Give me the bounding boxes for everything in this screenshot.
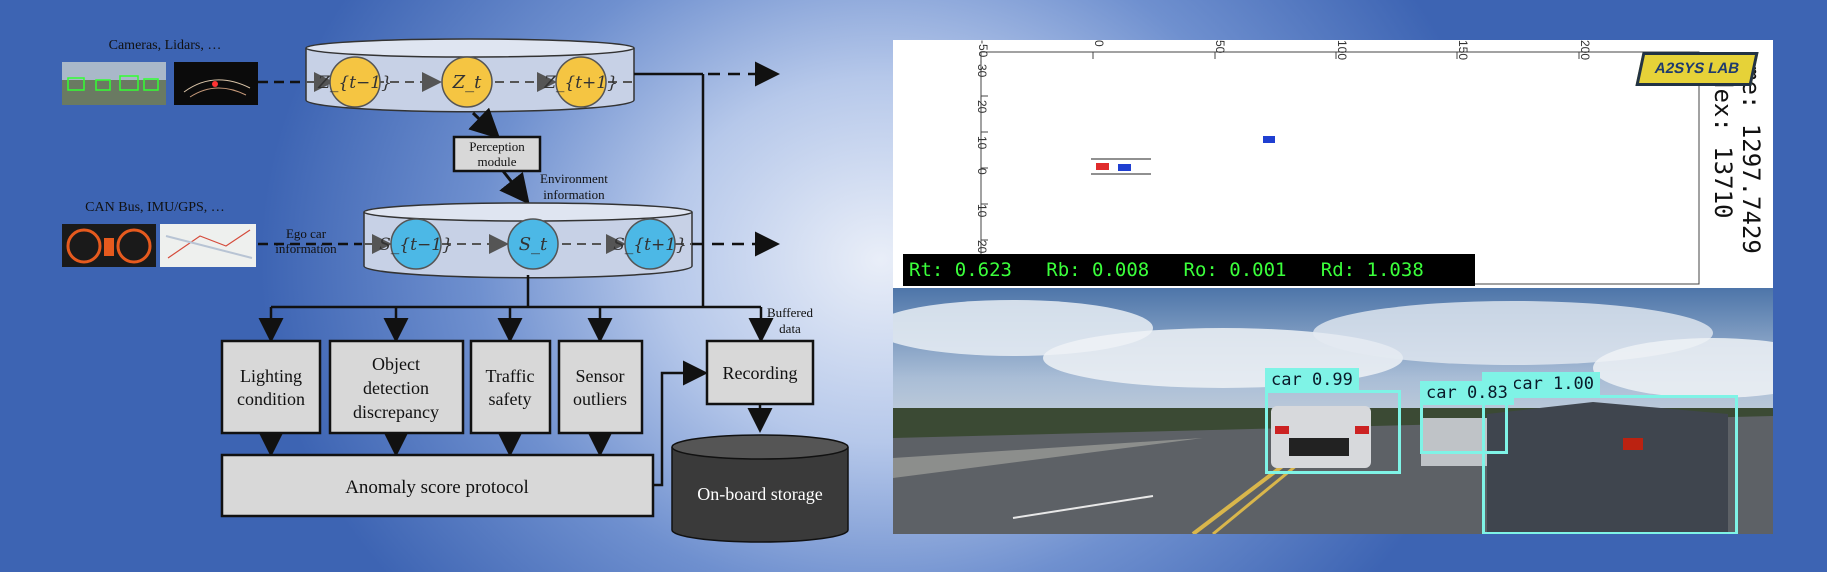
z-node-current-label: Z_t — [452, 72, 483, 93]
on-board-storage-label: On-board storage — [697, 484, 822, 504]
y-tick: -20 — [975, 96, 989, 114]
anomaly-score-protocol-label: Anomaly score protocol — [345, 477, 529, 498]
pipeline-diagram: Cameras, Lidars, … Z_{t−1} Z_t Z_{t+1} — [62, 38, 849, 543]
s-node-prev: S_{t−1} — [379, 218, 453, 270]
y-tick: 0 — [975, 168, 989, 175]
tracked-object-marker — [1118, 164, 1131, 171]
y-tick: 20 — [975, 240, 989, 254]
trajectory-plot: -30 -20 -10 0 10 20 -50 0 50 100 150 200… — [893, 40, 1773, 288]
z-node-next-label: Z_{t+1} — [543, 73, 618, 93]
y-tick: -10 — [975, 132, 989, 150]
lighting-condition-box — [220, 339, 322, 435]
sensor-outliers-box — [557, 339, 644, 435]
visualization-panel: -30 -20 -10 0 10 20 -50 0 50 100 150 200… — [893, 40, 1773, 534]
s-node-current-label: S_t — [519, 234, 548, 255]
map-thumbnail — [160, 224, 256, 267]
anomaly-score-protocol-box — [220, 453, 655, 518]
detection-box — [1482, 395, 1738, 534]
recording-label: Recording — [723, 363, 798, 383]
x-tick: 200 — [1578, 40, 1592, 61]
object-detection-discrepancy-box — [328, 339, 465, 435]
camera-thumbnail — [62, 62, 166, 105]
dashcam-scene — [893, 288, 1773, 534]
frame-time-text: me: 1297.7429 — [1737, 66, 1765, 254]
x-tick: 50 — [1213, 40, 1227, 54]
traffic-safety-box — [469, 339, 552, 435]
frame-index-text: dex: 13710 — [1709, 74, 1737, 219]
z-node-prev: Z_{t−1} — [317, 56, 392, 108]
lidar-thumbnail — [174, 62, 258, 105]
z-node-prev-label: Z_{t−1} — [317, 73, 392, 93]
s-node-prev-label: S_{t−1} — [379, 235, 453, 255]
vehicle-input-label: CAN Bus, IMU/GPS, … — [85, 200, 225, 215]
y-tick: 10 — [975, 204, 989, 218]
dashboard-thumbnail — [62, 224, 156, 267]
z-node-next: Z_{t+1} — [543, 56, 618, 108]
s-node-next-label: S_{t+1} — [613, 235, 687, 255]
ego-vehicle-marker — [1096, 163, 1109, 170]
x-tick: 100 — [1335, 40, 1349, 61]
sensor-input-label: Cameras, Lidars, … — [109, 38, 222, 53]
s-node-current: S_t — [507, 218, 559, 270]
detection-box — [1265, 390, 1401, 474]
x-tick: 150 — [1456, 40, 1470, 61]
tracked-object-marker — [1263, 136, 1275, 143]
detection-label: car 0.83 — [1420, 381, 1514, 405]
detection-label: car 0.99 — [1265, 368, 1359, 392]
on-board-storage-cylinder — [671, 434, 849, 543]
perception-module-box — [452, 135, 542, 173]
dashcam-view: car 0.99 car 1.00 car 0.83 — [893, 288, 1773, 534]
x-tick: 0 — [1092, 40, 1106, 47]
metrics-readout: Rt: 0.623 Rb: 0.008 Ro: 0.001 Rd: 1.038 — [903, 254, 1475, 286]
z-node-current: Z_t — [441, 56, 493, 108]
y-tick: -30 — [975, 60, 989, 78]
lab-logo: A2SYS LAB — [1635, 52, 1759, 86]
s-node-next: S_{t+1} — [613, 218, 687, 270]
plot-frame — [980, 51, 1700, 285]
x-tick: -50 — [976, 40, 990, 58]
